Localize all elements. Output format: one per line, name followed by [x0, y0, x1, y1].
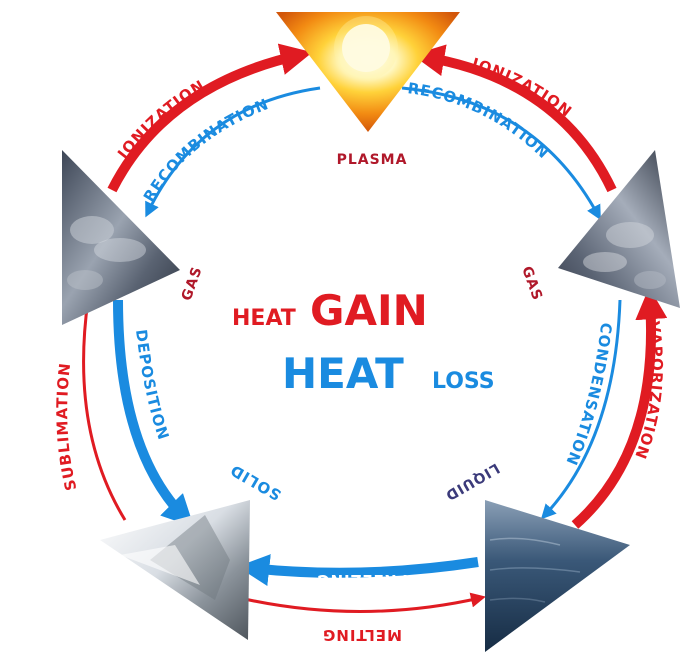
- gas-left-image: [62, 150, 180, 325]
- ionization-right-arrow: [412, 44, 617, 193]
- deposition-arrow: [113, 299, 194, 528]
- heat-loss-loss-word: LOSS: [432, 369, 495, 394]
- heat-gain-heat-word: HEAT: [232, 306, 296, 331]
- solid-label: SOLID: [227, 460, 285, 504]
- freezing-arrow: [237, 554, 479, 586]
- freezing-label: FREEZING: [316, 571, 408, 589]
- sublimation-label: SUBLIMATION: [53, 361, 80, 492]
- heat-loss-heat-word: HEAT: [282, 349, 404, 398]
- vaporization-arrow: [571, 287, 668, 529]
- gas-right-image: [558, 150, 680, 308]
- melting-arrow: [239, 592, 486, 613]
- heat-gain-gain-word: GAIN: [310, 286, 428, 335]
- recombination-right-arrow: [401, 86, 601, 221]
- plasma-label: PLASMA: [337, 152, 408, 168]
- recombination-left-arrow: [145, 86, 321, 218]
- gas-left-label: GAS: [179, 264, 206, 303]
- condensation-arrow: [540, 299, 622, 520]
- gas-right-label: GAS: [518, 264, 545, 303]
- ionization-left-arrow: [107, 43, 313, 193]
- solid-image: [100, 500, 250, 640]
- liquid-image: [485, 500, 630, 652]
- sublimation-arrow: [79, 294, 127, 521]
- melting-label: MELTING: [322, 626, 402, 644]
- liquid-label: LIQUID: [442, 459, 502, 503]
- plasma-image: [276, 12, 460, 132]
